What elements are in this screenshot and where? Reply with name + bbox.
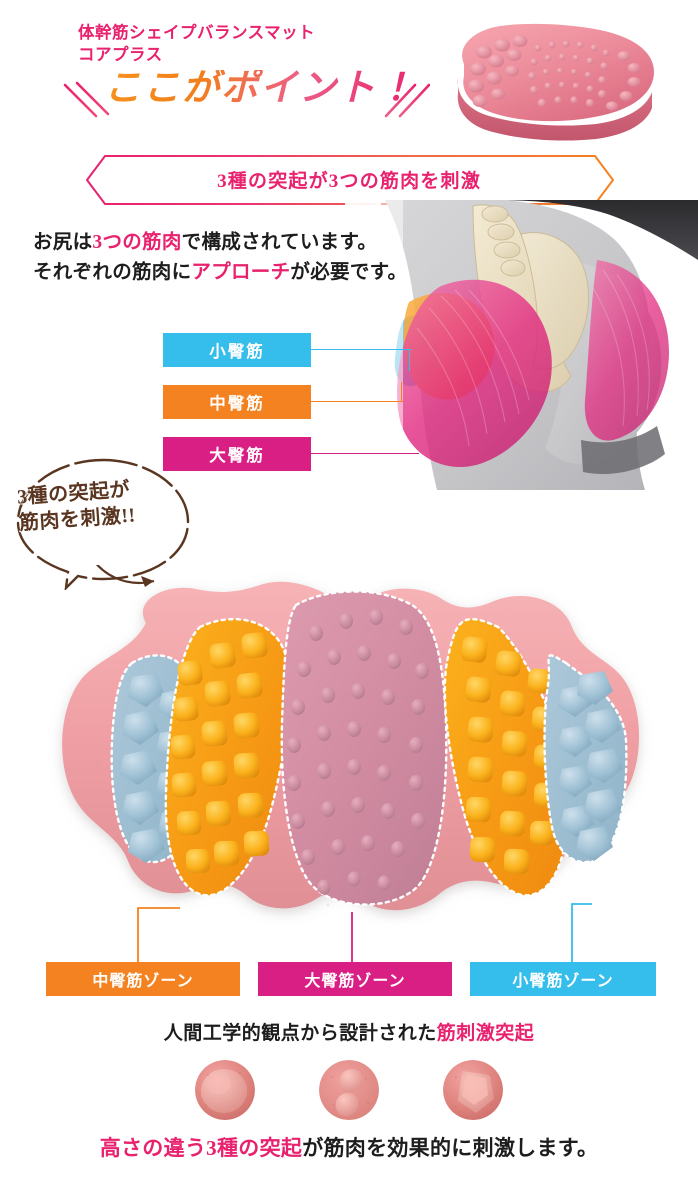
page-title: 体幹筋シェイプバランスマット コアプラス bbox=[78, 23, 316, 64]
lead-line-2: それぞれの筋肉にアプローチが必要です。 bbox=[33, 258, 463, 288]
connector-line-gluteus-minimus-vertical bbox=[409, 349, 410, 371]
sub-caption-plain: 人間工学的観点から設計された bbox=[163, 1023, 437, 1044]
zone-label-gluteus-minimus: 小臀筋ゾーン bbox=[470, 962, 656, 996]
connector-line-gluteus-maximus bbox=[311, 453, 419, 454]
muscle-label-gluteus-medius: 中臀筋 bbox=[163, 385, 311, 419]
lead-line2-highlight: アプローチ bbox=[191, 262, 291, 284]
lead-line1-part-b: で構成されています。 bbox=[181, 232, 378, 253]
lead-line2-part-b: が必要です。 bbox=[290, 262, 408, 284]
point-headline: ここがポイント！ bbox=[104, 68, 416, 109]
lead-line2-part-a: それぞれの筋肉に bbox=[33, 262, 192, 284]
muscle-label-gluteus-maximus: 大臀筋 bbox=[163, 437, 311, 471]
bump-type-low bbox=[195, 1060, 255, 1120]
foot-caption-plain: が筋肉を効果的に刺激します。 bbox=[302, 1136, 599, 1160]
bump-closeups bbox=[195, 1060, 503, 1120]
lead-copy: お尻は3つの筋肉で構成されています。 それぞれの筋肉にアプローチが必要です。 bbox=[33, 228, 463, 288]
bump-type-tall bbox=[443, 1060, 503, 1120]
anatomy-illustration bbox=[345, 200, 698, 490]
bump-type-twin bbox=[319, 1060, 379, 1120]
mat-diagram bbox=[62, 565, 640, 911]
zone-label-gluteus-maximus: 大臀筋ゾーン bbox=[258, 962, 452, 996]
foot-caption: 高さの違う3種の突起が筋肉を効果的に刺激します。 bbox=[0, 1132, 698, 1162]
sub-caption: 人間工学的観点から設計された筋刺激突起 bbox=[0, 1018, 698, 1045]
product-photo bbox=[457, 23, 654, 141]
speech-bubble-text: 3種の突起が 筋肉を刺激!! bbox=[16, 478, 137, 535]
lead-line-1: お尻は3つの筋肉で構成されています。 bbox=[33, 228, 463, 258]
sub-caption-highlight: 筋刺激突起 bbox=[436, 1023, 535, 1044]
ribbon-text: 3種の突起が3つの筋肉を刺激 bbox=[217, 170, 481, 192]
connector-line-gluteus-medius bbox=[311, 401, 403, 402]
section-ribbon: 3種の突起が3つの筋肉を刺激 bbox=[0, 152, 698, 208]
lead-line1-part-a: お尻は bbox=[33, 232, 93, 253]
point-slash-marks bbox=[63, 81, 430, 118]
zone-connector-lines bbox=[137, 903, 592, 962]
connector-line-gluteus-minimus bbox=[311, 349, 411, 350]
muscle-label-gluteus-minimus: 小臀筋 bbox=[163, 333, 311, 367]
zone-label-gluteus-medius: 中臀筋ゾーン bbox=[46, 962, 240, 996]
ribbon-shape bbox=[0, 155, 698, 205]
foot-caption-highlight: 高さの違う3種の突起 bbox=[99, 1136, 303, 1160]
connector-line-gluteus-medius-vertical bbox=[401, 382, 402, 402]
lead-line1-highlight: 3つの筋肉 bbox=[92, 232, 182, 253]
speech-bubble bbox=[16, 458, 190, 590]
